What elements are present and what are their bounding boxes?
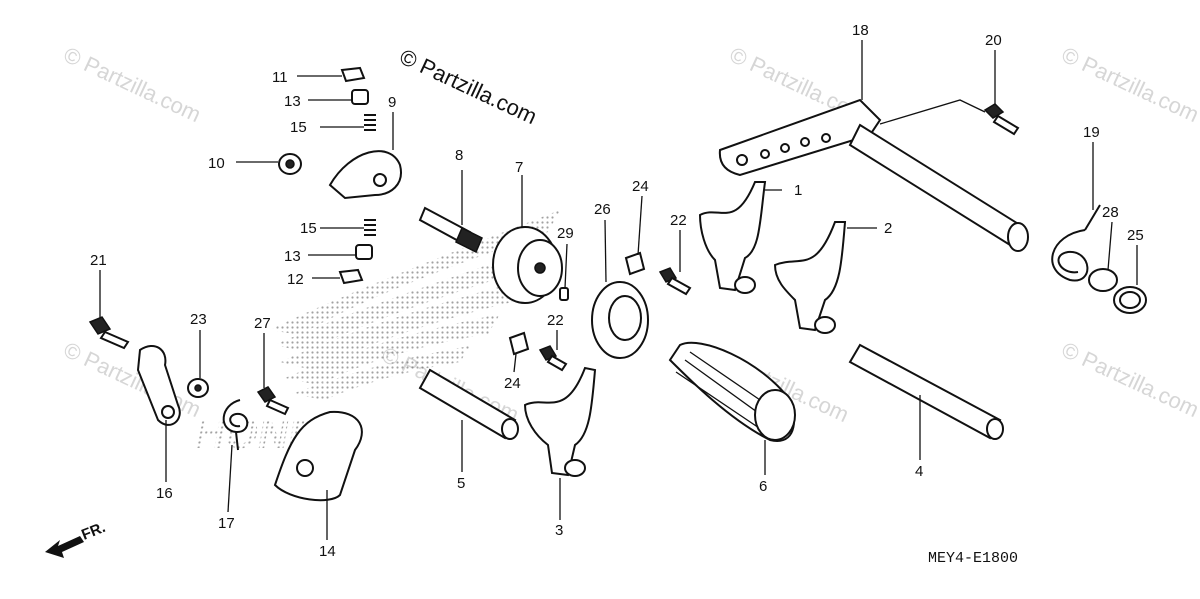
fr-arrow-icon (45, 536, 84, 558)
callout-23: 23 (190, 311, 207, 328)
part-16-drum-arm[interactable] (136, 345, 181, 426)
callout-7: 7 (515, 159, 523, 176)
callout-2: 2 (884, 220, 892, 237)
part-19-return-spring[interactable] (1051, 204, 1101, 282)
part-17-spring[interactable] (222, 399, 249, 451)
callout-1: 1 (794, 182, 802, 199)
part-13-piston[interactable] (351, 89, 369, 105)
callout-26: 26 (594, 201, 611, 218)
part-25-washer[interactable] (1113, 286, 1147, 314)
part-29-pin[interactable] (559, 287, 569, 301)
part-22-bolt[interactable] (538, 345, 568, 372)
callout-4: 4 (915, 463, 923, 480)
part-12-cap[interactable] (338, 268, 364, 285)
watermark-layer: © Partzilla.com © Partzilla.com © Partzi… (60, 42, 1200, 427)
part-10-collar[interactable] (278, 153, 302, 175)
callout-24: 24 (504, 375, 521, 392)
fr-label: FR. (79, 519, 108, 544)
callout-15: 15 (290, 119, 307, 136)
part-5-fork-shaft[interactable] (418, 368, 519, 440)
part-24-plate[interactable] (624, 251, 646, 276)
callout-12: 12 (287, 271, 304, 288)
watermark: © Partzilla.com (60, 42, 205, 127)
part-14-guide-plate[interactable] (273, 410, 363, 502)
part-11-cap[interactable] (340, 66, 366, 83)
part-3-shift-fork[interactable] (523, 366, 597, 477)
callout-5: 5 (457, 475, 465, 492)
callout-labels: 1 2 3 4 5 6 7 8 9 10 11 12 13 13 14 15 1… (90, 22, 1144, 560)
part-23-washer[interactable] (187, 378, 209, 398)
part-18-shift-spindle[interactable] (718, 98, 1029, 252)
callout-13: 13 (284, 93, 301, 110)
part-6-shift-drum[interactable] (668, 341, 796, 442)
callout-6: 6 (759, 478, 767, 495)
callout-27: 27 (254, 315, 271, 332)
callout-22: 22 (547, 312, 564, 329)
part-22-bolt[interactable] (658, 267, 692, 296)
part-15-spring[interactable] (364, 114, 376, 131)
callout-16: 16 (156, 485, 173, 502)
leader-lines (99, 40, 1138, 540)
part-28-circlip[interactable] (1088, 268, 1118, 292)
part-24-plate[interactable] (508, 331, 530, 356)
callout-29: 29 (557, 225, 574, 242)
callout-18: 18 (852, 22, 869, 39)
callout-28: 28 (1102, 204, 1119, 221)
part-9-stopper-arm[interactable] (328, 150, 402, 200)
callout-17: 17 (218, 515, 235, 532)
watermark: © Partzilla.com (1058, 337, 1200, 422)
part-21-bolt[interactable] (88, 316, 130, 350)
callout-20: 20 (985, 32, 1002, 49)
part-8-bolt[interactable] (418, 206, 483, 254)
callout-22: 22 (670, 212, 687, 229)
callout-15: 15 (300, 220, 317, 237)
part-1-shift-fork[interactable] (698, 181, 767, 294)
part-20-bolt[interactable] (983, 103, 1020, 136)
callout-11: 11 (272, 69, 288, 86)
callout-10: 10 (208, 155, 225, 172)
part-7-drum-center[interactable] (492, 226, 563, 304)
callout-25: 25 (1127, 227, 1144, 244)
watermark: © Partzilla.com (60, 337, 205, 422)
callout-3: 3 (555, 522, 563, 539)
watermark: © Partzilla.com (1058, 42, 1200, 127)
diagram-code: MEY4-E1800 (928, 550, 1018, 567)
callout-9: 9 (388, 94, 396, 111)
part-2-shift-fork[interactable] (773, 221, 847, 334)
part-15-spring[interactable] (364, 219, 376, 236)
callout-8: 8 (455, 147, 463, 164)
callout-14: 14 (319, 543, 336, 560)
front-direction-arrow: FR. (45, 519, 108, 558)
callout-19: 19 (1083, 124, 1100, 141)
callout-21: 21 (90, 252, 107, 269)
part-27-bolt[interactable] (256, 386, 290, 416)
callout-13: 13 (284, 248, 301, 265)
part-26-bearing[interactable] (591, 281, 649, 359)
honda-wing-logo: HONDA (191, 210, 560, 457)
copyright-text: © Partzilla.com (396, 44, 541, 129)
part-4-fork-shaft[interactable] (848, 343, 1004, 440)
callout-24: 24 (632, 178, 649, 195)
part-13-piston[interactable] (355, 244, 373, 260)
